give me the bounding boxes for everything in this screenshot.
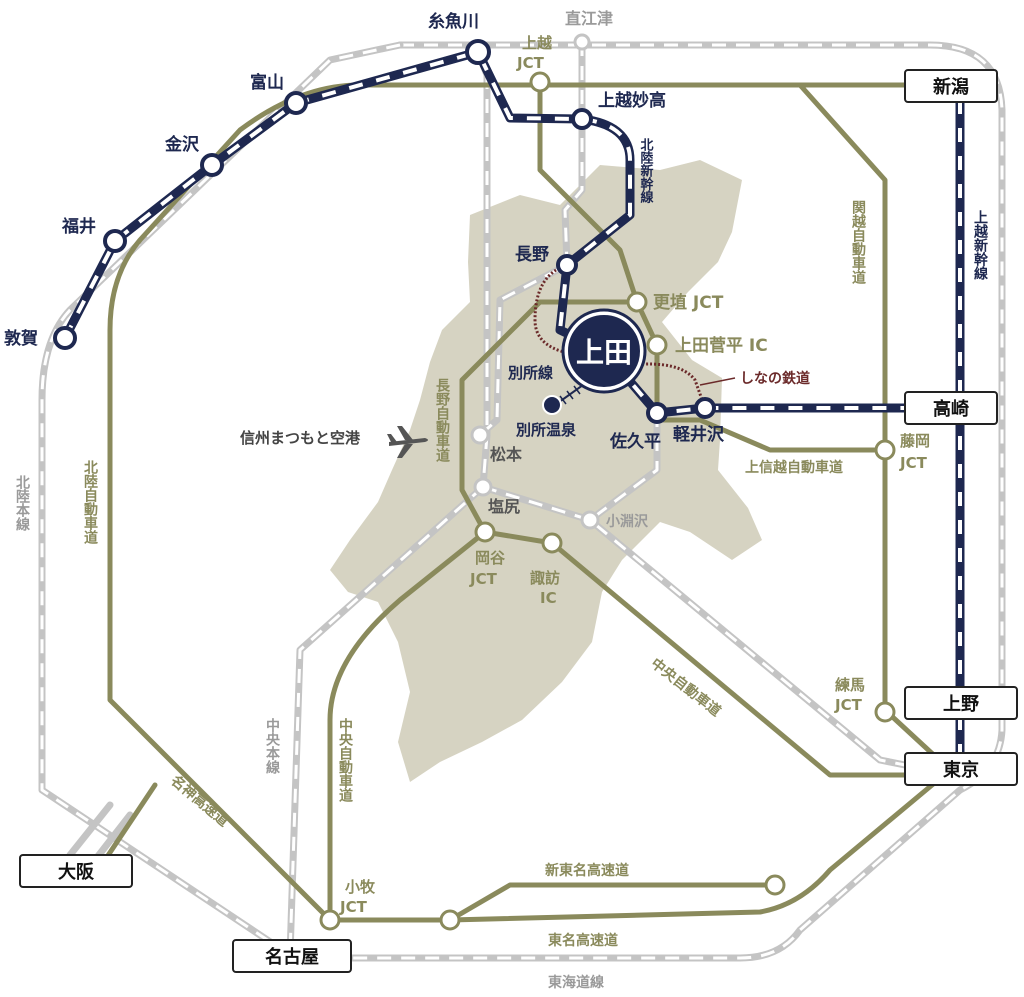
city-nagoya[interactable]: 名古屋 <box>232 939 352 973</box>
svg-text:高崎: 高崎 <box>933 398 969 420</box>
svg-text:東京: 東京 <box>943 759 979 781</box>
shinano-railway-line <box>533 263 707 409</box>
city-tokyo[interactable]: 東京 <box>904 752 1018 786</box>
label-itoigawa: 糸魚川 <box>428 11 479 32</box>
svg-text:大阪: 大阪 <box>58 861 95 883</box>
label-chuo-exp-west: 中央自動車道 <box>337 717 353 803</box>
label-toyama: 富山 <box>250 72 284 93</box>
label-joetsumyoko: 上越妙高 <box>598 90 666 111</box>
label-koshoku-jct: 更埴 JCT <box>653 292 724 313</box>
label-sugadaira-ic: 上田菅平 IC <box>675 336 768 356</box>
label-kanetsu: 関越自動車道 <box>850 200 867 285</box>
label-tokaido: 東海道線 <box>548 974 604 991</box>
label-bessho-line: 別所線 <box>507 364 553 382</box>
svg-text:新潟: 新潟 <box>933 76 969 98</box>
city-niigata[interactable]: 新潟 <box>904 69 998 103</box>
label-chuo-exp-east: 中央自動車道 <box>648 655 725 720</box>
label-joetsu-shinkansen: 上越新幹線 <box>972 210 989 281</box>
label-meishin: 名神高速道 <box>167 772 232 830</box>
label-shintomei: 新東名高速道 <box>545 862 629 879</box>
label-shiojiri: 塩尻 <box>488 497 520 516</box>
label-karuizawa: 軽井沢 <box>673 424 725 445</box>
ueda-hub[interactable]: 上田 <box>561 308 647 394</box>
label-naoetsu: 直江津 <box>565 9 613 28</box>
label-chuo-line: 中央本線 <box>264 717 280 775</box>
label-airport: 信州まつもと空港 <box>240 429 361 447</box>
label-shinano-railway: しなの鉄道 <box>740 370 810 387</box>
label-bessho-onsen: 別所温泉 <box>515 421 577 439</box>
rail-lines <box>38 38 1006 962</box>
label-nagano: 長野 <box>515 245 549 265</box>
nagano-prefecture-area <box>330 160 762 782</box>
label-sakudaira: 佐久平 <box>609 431 661 452</box>
svg-text:上野: 上野 <box>943 694 979 715</box>
shinano-label-leader <box>699 377 736 386</box>
label-kanazawa: 金沢 <box>164 134 200 155</box>
label-joshinetsu: 上信越自動車道 <box>745 459 843 476</box>
city-ueno[interactable]: 上野 <box>904 686 1018 720</box>
city-takasaki[interactable]: 高崎 <box>904 391 998 425</box>
bessho-line-ties <box>559 380 588 405</box>
city-boxes: 新潟 高崎 上野 東京 大阪 名古屋 <box>19 69 1018 973</box>
station-nodes <box>53 33 896 931</box>
hub-label: 上田 <box>576 336 632 369</box>
label-fukui: 福井 <box>61 216 96 237</box>
label-kobuchizawa: 小淵沢 <box>606 513 649 530</box>
label-hokuriku-line: 北陸本線 <box>14 475 30 532</box>
city-osaka[interactable]: 大阪 <box>19 854 133 888</box>
label-hokuriku-exp: 北陸自動車道 <box>82 460 98 545</box>
label-hokuriku-shinkansen: 北陸新幹線 <box>638 138 654 204</box>
label-matsumoto: 松本 <box>490 445 522 464</box>
label-tomei: 東名高速道 <box>548 932 618 949</box>
label-tsuruga: 敦賀 <box>4 328 38 349</box>
airplane-icon <box>387 426 428 458</box>
label-nagano-exp: 長野自動車道 <box>434 378 450 463</box>
svg-text:名古屋: 名古屋 <box>265 946 319 968</box>
